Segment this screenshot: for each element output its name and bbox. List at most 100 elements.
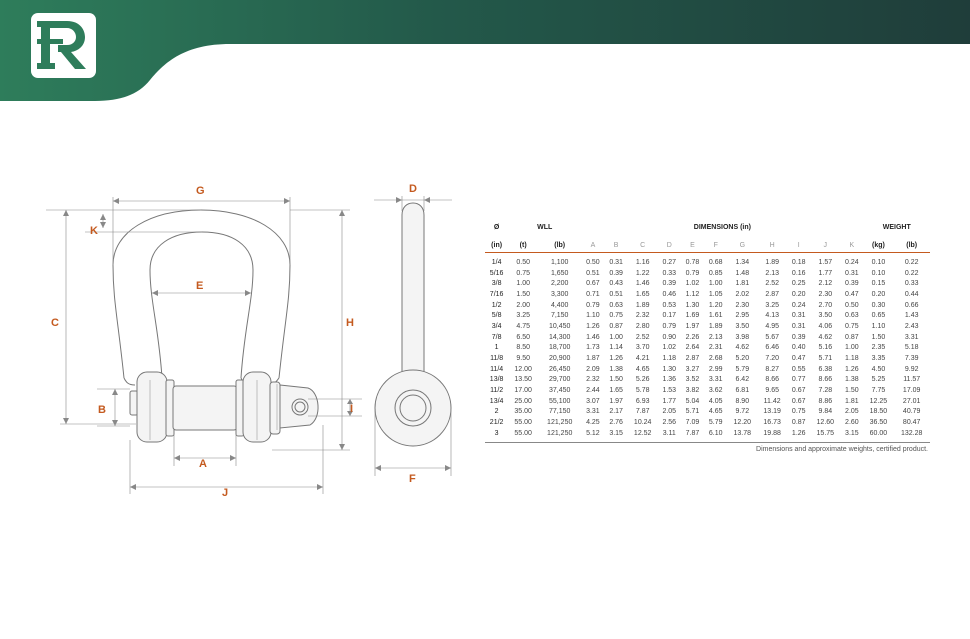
table-cell: 0.63: [609, 301, 623, 309]
table-cell: 0.63: [845, 312, 859, 320]
table-cell: 1.87: [586, 355, 600, 363]
size-cell: 3/4: [491, 322, 502, 330]
table-cell: 7.09: [685, 419, 700, 427]
table-cell: 40.79: [902, 408, 921, 416]
dim-label-h: H: [346, 317, 354, 329]
table-cell: 0.85: [708, 269, 723, 277]
table-cell: 0.75: [791, 408, 806, 416]
table-cell: 0.90: [662, 333, 677, 341]
table-cell: 4.50: [871, 365, 886, 373]
table-cell: 4.62: [735, 344, 750, 352]
table-cell: 36.50: [869, 419, 888, 427]
table-cell: 2.30: [818, 290, 833, 298]
column-header: H: [769, 241, 775, 249]
column-header: A: [590, 241, 596, 249]
table-cell: 8.66: [765, 376, 779, 384]
table-cell: 121,250: [547, 419, 573, 427]
table-cell: 77,150: [548, 408, 571, 416]
table-cell: 2.13: [765, 269, 779, 277]
table-cell: 12.25: [869, 397, 888, 405]
table-cell: 1.18: [662, 355, 677, 363]
table-cell: 0.31: [609, 258, 623, 266]
table-cell: 7.87: [680, 428, 705, 443]
table-cell: 7.20: [765, 355, 779, 363]
table-cell: 1.02: [662, 344, 677, 352]
table-cell: 0.67: [586, 280, 600, 288]
shackle-bow-inner: [149, 231, 254, 379]
table-cell: 1.05: [708, 290, 723, 298]
dim-label-f: F: [409, 473, 416, 485]
table-cell: 1,650: [550, 269, 569, 277]
table-cell: 2.43: [904, 322, 919, 330]
table-cell: 2.68: [708, 355, 723, 363]
table-cell: 8.50: [516, 344, 530, 352]
table-cell: 0.39: [845, 280, 859, 288]
table-cell: 2.32: [586, 376, 600, 384]
table-cell: 6.93: [635, 397, 650, 405]
table-cell: 4.06: [818, 322, 833, 330]
table-cell: 14,300: [548, 333, 571, 341]
table-cell: 3.82: [685, 387, 700, 395]
table-cell: 37,450: [548, 387, 571, 395]
table-cell: 17.09: [902, 387, 921, 395]
table-cell: 1.50: [845, 387, 859, 395]
table-cell: 29,700: [548, 376, 571, 384]
table-cell: 1.46: [635, 280, 650, 288]
table-cell: 1.16: [635, 258, 650, 266]
table-cell: 1.61: [708, 312, 723, 320]
table-cell: 132.28: [893, 428, 930, 443]
size-cell: 21/2: [489, 419, 504, 427]
table-cell: 1.65: [609, 387, 623, 395]
table-cell: 4.05: [708, 397, 723, 405]
table-cell: 0.24: [791, 301, 806, 309]
table-cell: 55.00: [514, 419, 532, 427]
table-cell: 0.44: [904, 290, 919, 298]
table-cell: 4.25: [586, 419, 600, 427]
table-cell: 0.31: [791, 322, 806, 330]
size-cell: 11/8: [490, 355, 504, 363]
table-cell: 6.38: [818, 365, 833, 373]
table-cell: 3.31: [904, 333, 919, 341]
table-cell: 5.04: [685, 397, 700, 405]
table-cell: 1.12: [685, 290, 700, 298]
table-cell: 0.39: [609, 269, 623, 277]
table-cell: 1.81: [845, 397, 859, 405]
table-cell: 1.20: [708, 301, 723, 309]
table-cell: 4.95: [765, 322, 779, 330]
table-cell: 7.75: [871, 387, 886, 395]
size-cell: 7/16: [489, 290, 504, 298]
table-cell: 3.70: [635, 344, 650, 352]
table-cell: 4.65: [635, 365, 650, 373]
table-cell: 10.24: [633, 419, 652, 427]
table-cell: 2.31: [708, 344, 723, 352]
spec-table: Ø WLL DIMENSIONS (in) WEIGHT (in)(t)(lb)…: [485, 216, 930, 443]
column-header: F: [713, 241, 718, 249]
pin-collar: [269, 381, 281, 435]
table-cell: 0.33: [662, 269, 677, 277]
table-cell: 2.09: [586, 365, 600, 373]
table-cell: 1.38: [609, 365, 623, 373]
table-cell: 8.66: [818, 376, 833, 384]
table-cell: 3.07: [586, 397, 600, 405]
size-cell: 7/8: [491, 333, 502, 341]
dim-label-k: K: [90, 225, 98, 237]
table-cell: 18,700: [548, 344, 571, 352]
table-cell: 5.71: [685, 408, 700, 416]
table-cell: 0.79: [685, 269, 700, 277]
table-cell: 1.30: [662, 365, 677, 373]
dim-label-e: E: [196, 280, 203, 292]
table-cell: 9.72: [735, 408, 750, 416]
shackle-eye-left: [136, 371, 168, 443]
table-cell: 5.20: [735, 355, 750, 363]
table-cell: 0.20: [791, 290, 806, 298]
table-cell: 8.90: [735, 397, 750, 405]
table-cell: 2.95: [735, 312, 750, 320]
column-header: J: [823, 241, 828, 249]
table-cell: 3.15: [840, 428, 864, 443]
dim-label-a: A: [199, 458, 207, 470]
